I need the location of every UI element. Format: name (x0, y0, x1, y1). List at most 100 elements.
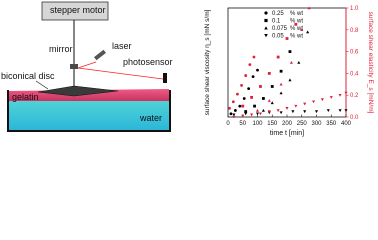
gelatin-label: gelatin (12, 92, 39, 102)
data-point-elasticity-0_05 (329, 96, 333, 99)
laser-beam-reflected (77, 67, 164, 80)
disc-pointer (35, 80, 49, 90)
x-tick-label: 400 (341, 121, 352, 127)
data-point-viscosity-0_075 (261, 108, 265, 112)
legend-unit: % wt (290, 19, 303, 25)
disc-label: biconical disc (1, 71, 55, 81)
water-label: water (140, 113, 163, 123)
data-point-elasticity-0_1 (276, 55, 280, 59)
data-point-viscosity-0_05 (344, 109, 348, 112)
data-point-viscosity-0_05 (279, 111, 283, 115)
data-point-viscosity-0_05 (326, 109, 330, 112)
y-right-axis-label: surface shear elasticity E_s [mN/m] (367, 12, 374, 114)
data-point-viscosity-0_05 (314, 110, 319, 114)
data-point-elasticity-0_05 (285, 107, 289, 110)
data-point-elasticity-0_25 (228, 106, 231, 110)
data-point-viscosity-0_25 (256, 68, 259, 72)
data-point-elasticity-0_25 (248, 63, 252, 67)
x-tick-label: 100 (252, 121, 263, 127)
laser-label: laser (112, 41, 132, 51)
legend-value: 0.05 (272, 34, 284, 40)
data-point-elasticity-0_25 (244, 74, 248, 77)
x-tick-label: 50 (239, 121, 246, 127)
data-point-viscosity-0_075 (270, 101, 274, 105)
data-point-viscosity-0_05 (303, 110, 307, 114)
x-tick-label: 250 (297, 121, 308, 127)
legend-unit: % wt (290, 34, 303, 40)
data-point-elasticity-0_075 (289, 60, 293, 64)
data-point-elasticity-0_05 (312, 100, 316, 104)
x-tick-label: 150 (267, 121, 278, 127)
data-point-elasticity-0_1 (285, 37, 289, 40)
data-point-elasticity-0_1 (294, 22, 298, 26)
data-point-viscosity-0_1 (244, 110, 248, 113)
legend-unit: % wt (290, 26, 303, 32)
x-tick-label: 350 (326, 121, 337, 127)
data-point-viscosity-0_05 (244, 112, 248, 116)
biconical-disc (37, 85, 119, 97)
y-right-tick-label: 0.6 (350, 50, 359, 56)
data-point-viscosity-0_1 (253, 104, 256, 108)
data-point-viscosity-0_25 (242, 97, 246, 100)
data-point-elasticity-0_05 (303, 102, 307, 106)
tank (7, 90, 171, 132)
x-tick-label: 0 (226, 121, 230, 127)
data-point-viscosity-0_25 (247, 87, 251, 91)
data-point-elasticity-0_05 (241, 114, 245, 118)
data-point-elasticity-0_1 (241, 104, 245, 108)
apparatus-diagram (7, 1, 171, 132)
data-point-viscosity-0_05 (255, 112, 260, 116)
y-right-tick-label: 0.8 (350, 28, 359, 34)
data-point-viscosity-0_1 (288, 50, 292, 53)
data-point-viscosity-0_25 (229, 112, 233, 116)
data-point-viscosity-0_05 (232, 113, 236, 117)
legend-marker (264, 34, 268, 38)
data-point-elasticity-0_05 (258, 112, 262, 116)
data-point-viscosity-0_25 (233, 109, 237, 112)
data-point-elasticity-0_05 (294, 104, 298, 108)
data-point-elasticity-0_05 (344, 91, 348, 95)
data-point-viscosity-0_1 (279, 69, 283, 73)
data-point-viscosity-0_05 (338, 109, 342, 112)
data-point-viscosity-0_1 (262, 97, 265, 100)
legend-marker (264, 18, 268, 23)
data-point-elasticity-0_05 (267, 110, 271, 114)
x-axis-label: time t [min] (270, 130, 304, 137)
data-point-viscosity-0_25 (238, 104, 242, 108)
data-point-elasticity-0_075 (307, 6, 311, 10)
legend-marker (264, 26, 268, 30)
legend-unit: % wt (290, 11, 303, 17)
photosensor-label: photosensor (123, 57, 173, 67)
x-tick-label: 300 (311, 121, 322, 127)
figure: stepper motor mirror laser photosensor b… (1, 1, 374, 137)
data-point-elasticity-0_05 (320, 98, 324, 102)
laser-beam (77, 61, 97, 69)
mirror-label: mirror (49, 44, 73, 54)
legend-value: 0.1 (272, 19, 281, 25)
water-layer (9, 101, 169, 130)
y-right-tick-label: 0.4 (350, 71, 359, 77)
data-point-viscosity-0_075 (279, 91, 283, 95)
data-point-viscosity-0_25 (251, 75, 255, 79)
legend-value: 0.075 (272, 26, 288, 32)
data-point-elasticity-0_075 (279, 82, 283, 86)
data-point-elasticity-0_05 (276, 109, 280, 112)
stepper-motor-box (41, 1, 109, 21)
data-point-elasticity-0_25 (240, 83, 243, 87)
data-point-elasticity-0_1 (267, 72, 271, 75)
data-point-elasticity-0_05 (338, 93, 342, 97)
mirror (70, 64, 78, 69)
y-left-axis-label: surface shear viscosity η_s [mN s/m] (204, 9, 211, 115)
laser-body (94, 49, 106, 61)
data-point-viscosity-0_075 (306, 30, 310, 34)
y-right-tick-label: 1.0 (350, 6, 359, 12)
data-point-elasticity-0_05 (232, 115, 236, 119)
data-point-viscosity-0_075 (297, 60, 301, 64)
y-right-tick-label: 0.0 (350, 115, 359, 121)
data-point-elasticity-0_1 (259, 85, 262, 88)
data-point-elasticity-0_25 (236, 92, 239, 96)
data-point-viscosity-0_1 (270, 85, 274, 88)
data-point-viscosity-0_05 (291, 110, 295, 114)
data-point-elasticity-0_1 (250, 95, 253, 99)
